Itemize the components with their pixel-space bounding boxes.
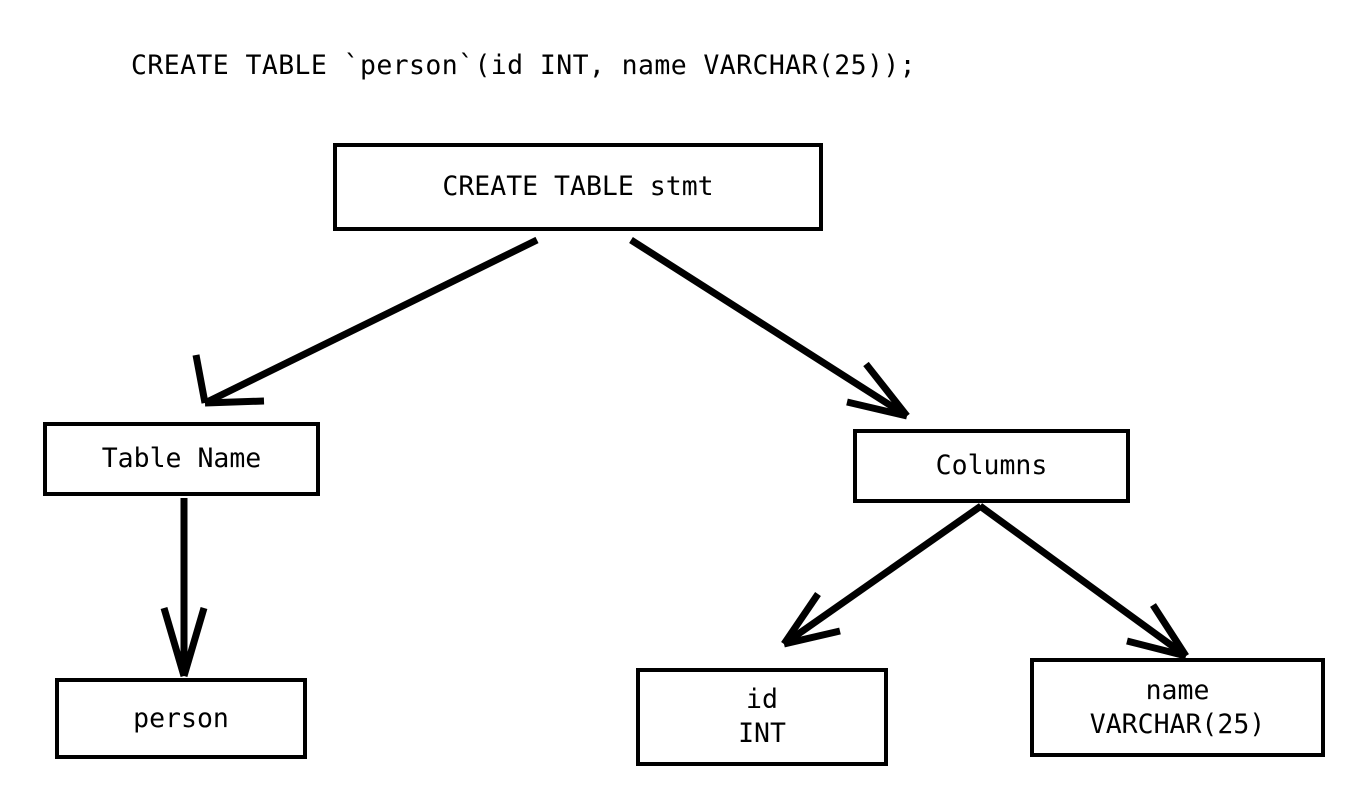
node-person[interactable]: person (55, 678, 307, 759)
node-label-line2: VARCHAR(25) (1089, 708, 1266, 740)
node-label-line1: CREATE TABLE stmt (442, 171, 714, 203)
sql-statement-caption: CREATE TABLE `person`(id INT, name VARCH… (131, 50, 917, 81)
node-label-line1: Columns (935, 450, 1048, 482)
node-label-line1: Table Name (101, 443, 262, 475)
node-label-line1: name (1145, 674, 1210, 706)
edge-columns-to-col-name (977, 503, 1189, 660)
edge-root-to-table-name (192, 236, 539, 407)
node-table-name[interactable]: Table Name (43, 422, 320, 496)
node-label-line1: id (746, 684, 778, 716)
node-columns[interactable]: Columns (853, 429, 1130, 503)
edge-columns-to-col-id (781, 503, 984, 648)
node-label-line1: person (133, 702, 229, 734)
node-column-id[interactable]: id INT (636, 668, 888, 766)
node-label-line2: INT (738, 718, 786, 749)
node-column-name[interactable]: name VARCHAR(25) (1030, 658, 1325, 757)
edge-table-name-to-person (160, 498, 208, 677)
edge-root-to-columns (629, 237, 910, 420)
node-create-table-stmt[interactable]: CREATE TABLE stmt (333, 143, 823, 231)
